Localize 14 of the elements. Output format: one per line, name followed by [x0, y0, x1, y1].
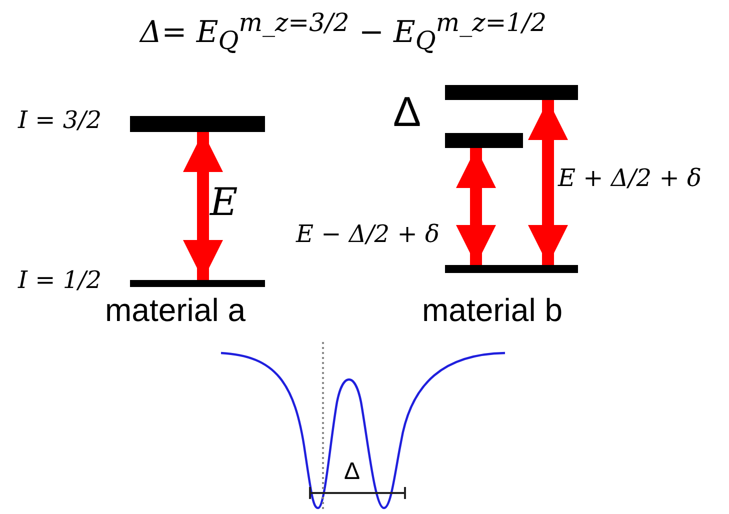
energy-level-bar [130, 280, 265, 287]
double-arrow [456, 148, 496, 265]
energy-level-bar [130, 116, 265, 132]
double-arrow [183, 132, 223, 280]
material-label: material a [105, 292, 246, 329]
level-label: I = 1/2 [18, 266, 102, 294]
delta-label: Δ [393, 88, 422, 136]
double-arrow [528, 100, 568, 265]
energy-level-bar [445, 265, 578, 273]
delta-label: Δ [344, 458, 360, 486]
material-label: material b [422, 292, 562, 329]
energy-level-bar [445, 133, 523, 148]
energy-level-bar [445, 85, 578, 100]
level-label: I = 3/2 [18, 106, 102, 134]
